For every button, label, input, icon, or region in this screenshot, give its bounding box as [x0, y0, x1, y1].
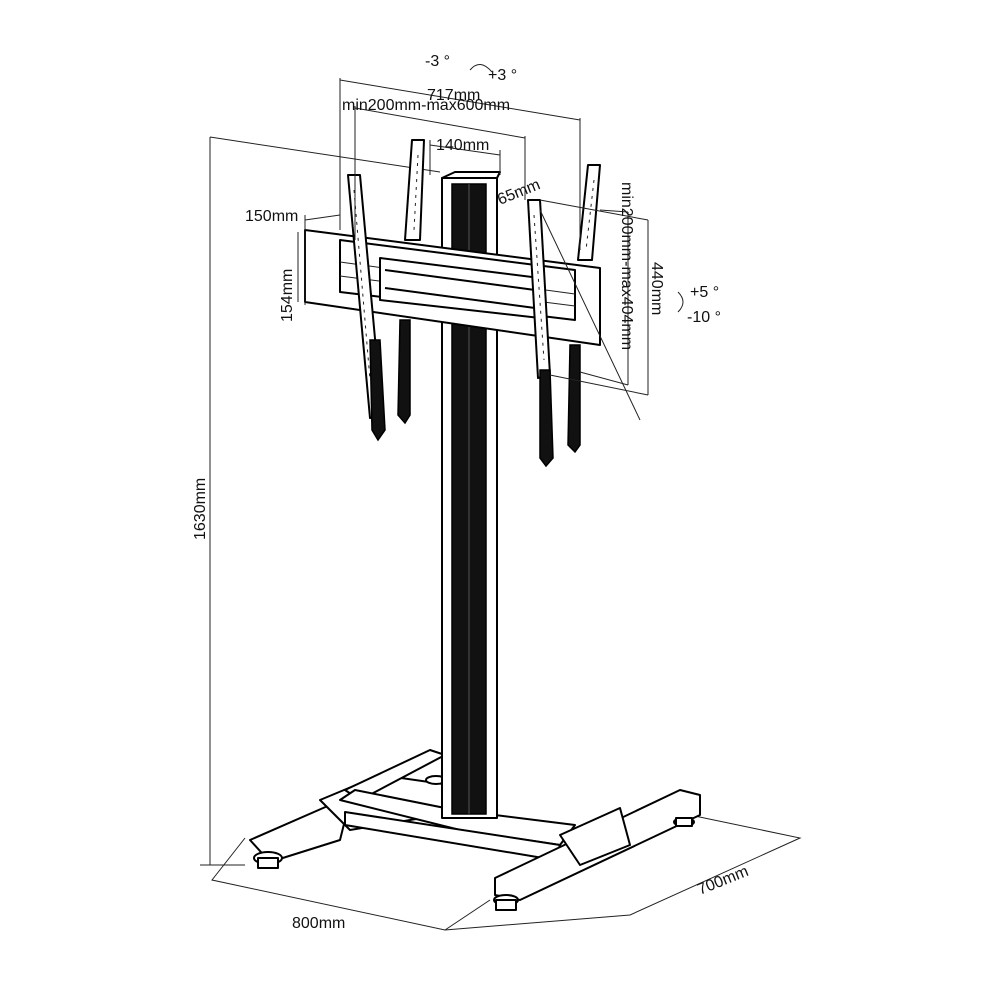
label-bracket-depth: 150mm: [245, 208, 298, 225]
height-dimension: [200, 136, 441, 866]
label-width-vesa-range: min200mm-max600mm: [342, 97, 510, 114]
base-right-foot: [493, 789, 701, 911]
label-bracket-height: 154mm: [279, 269, 296, 322]
top-dimensions: [297, 64, 581, 305]
label-base-width: 800mm: [292, 915, 345, 932]
bracket-right: [527, 164, 601, 468]
label-height-bracket: 440mm: [648, 262, 665, 315]
bracket-left: [347, 139, 425, 442]
label-column-width: 140mm: [436, 137, 489, 154]
label-swivel-right: +3 °: [488, 67, 517, 84]
label-overall-height: 1630mm: [192, 478, 209, 540]
floor-footprint: [211, 814, 802, 931]
label-base-depth: 700mm: [695, 863, 751, 899]
label-height-vesa-range: min200mm-max404mm: [618, 182, 635, 350]
right-dimensions: [539, 199, 684, 421]
label-tilt-down: -10 °: [687, 309, 721, 326]
label-tilt-up: +5 °: [690, 284, 719, 301]
label-swivel-left: -3 °: [425, 53, 450, 70]
label-width-overall: 717mm: [427, 87, 480, 104]
mounting-rail: [304, 229, 601, 346]
